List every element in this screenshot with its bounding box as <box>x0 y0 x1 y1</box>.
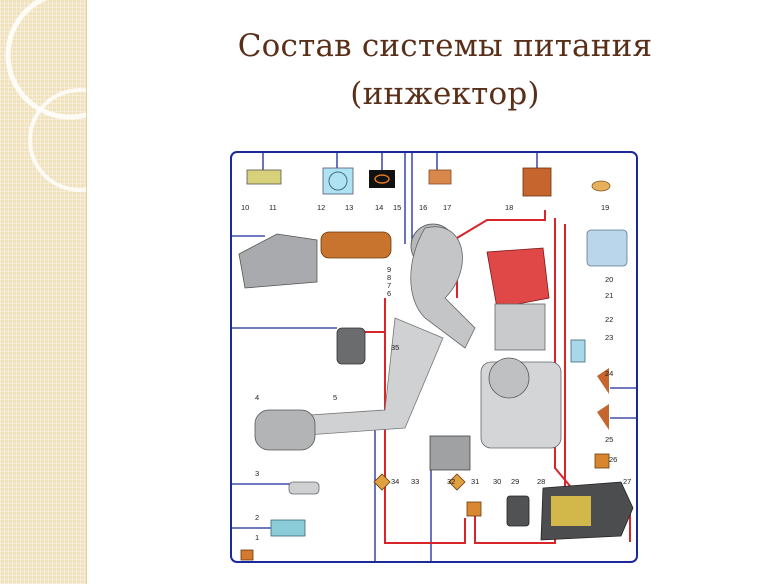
component-23 <box>570 339 586 363</box>
diagram-frame <box>230 151 638 563</box>
label-21: 21 <box>605 291 613 300</box>
component-10 <box>238 233 318 289</box>
component-3 <box>288 481 320 495</box>
label-32: 32 <box>447 477 455 486</box>
label-18: 18 <box>505 203 513 212</box>
label-2: 2 <box>255 513 259 522</box>
component-15 <box>369 170 395 188</box>
label-4: 4 <box>255 393 259 402</box>
label-28: 28 <box>537 477 545 486</box>
component-11 <box>246 169 282 185</box>
label-30: 30 <box>493 477 501 486</box>
label-13: 13 <box>345 203 353 212</box>
component-28 <box>551 496 591 526</box>
component-35 <box>336 327 366 365</box>
label-15: 15 <box>393 203 401 212</box>
label-11: 11 <box>269 203 277 212</box>
label-20: 20 <box>605 275 613 284</box>
title-line-1: Состав системы питания <box>237 28 653 64</box>
label-17: 17 <box>443 203 451 212</box>
label-9: 9 <box>387 265 391 274</box>
component-18 <box>522 167 552 197</box>
title-line-2: (инжектор) <box>350 76 540 112</box>
slide-title: Состав системы питания (инжектор) <box>180 22 710 118</box>
label-26: 26 <box>609 455 617 464</box>
engine-head <box>486 247 550 309</box>
ornament-circles <box>5 0 86 192</box>
label-24: 24 <box>605 369 613 378</box>
label-33: 33 <box>411 477 419 486</box>
label-22: 22 <box>605 315 613 324</box>
label-14: 14 <box>375 203 383 212</box>
label-31: 31 <box>471 477 479 486</box>
label-12: 12 <box>317 203 325 212</box>
component-19 <box>591 180 611 192</box>
label-8: 8 <box>387 273 391 282</box>
component-20 <box>586 229 628 267</box>
label-35: 35 <box>391 343 399 352</box>
component-32 <box>448 473 466 491</box>
component-24 <box>597 368 609 394</box>
component-2 <box>270 519 306 537</box>
component-12 <box>320 231 392 259</box>
component-26 <box>594 453 610 469</box>
engine-cylinder <box>494 303 546 351</box>
label-3: 3 <box>255 469 259 478</box>
flywheel <box>488 357 530 399</box>
component-34 <box>373 473 391 491</box>
label-10: 10 <box>241 203 249 212</box>
label-23: 23 <box>605 333 613 342</box>
label-34: 34 <box>391 477 399 486</box>
label-27: 27 <box>623 477 631 486</box>
label-5: 5 <box>333 393 337 402</box>
slide-side-ornament <box>0 0 87 584</box>
component-29 <box>506 495 530 527</box>
intake-manifold <box>410 226 476 349</box>
label-19: 19 <box>601 203 609 212</box>
label-1: 1 <box>255 533 259 542</box>
component-30 <box>466 501 482 517</box>
component-33 <box>429 435 471 471</box>
component-4 <box>254 409 316 451</box>
component-17 <box>428 169 452 185</box>
component-25 <box>597 404 609 430</box>
label-6: 6 <box>387 289 391 298</box>
component-1 <box>240 549 254 561</box>
fuel-system-diagram: 1 2 3 4 5 6 7 8 9 10 11 12 13 14 15 16 1… <box>230 151 638 563</box>
label-29: 29 <box>511 477 519 486</box>
label-25: 25 <box>605 435 613 444</box>
label-16: 16 <box>419 203 427 212</box>
label-7: 7 <box>387 281 391 290</box>
component-labels: 1 2 3 4 5 6 7 8 9 10 11 12 13 14 15 16 1… <box>241 203 631 542</box>
